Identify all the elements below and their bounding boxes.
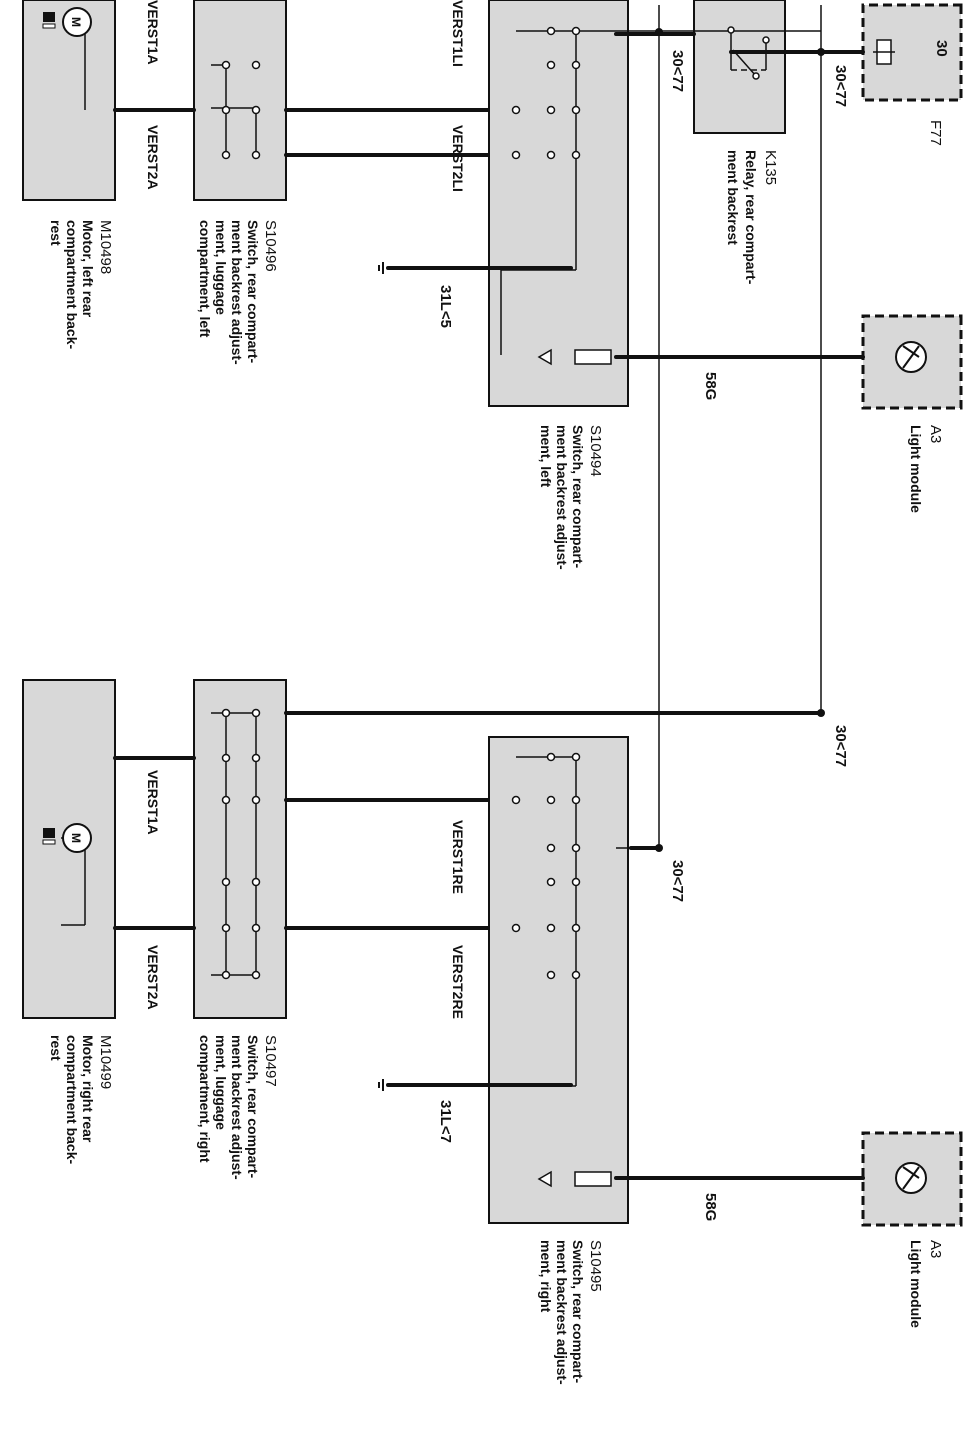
- net-label-gnd-left: 31L<5: [437, 285, 454, 328]
- net-label-58g-right: 58G: [702, 1193, 719, 1221]
- sig-verst1re: VERST1RE: [450, 820, 466, 894]
- thick-wires: [113, 32, 865, 1180]
- sig-verst1li: VERST1LI: [450, 0, 466, 67]
- s10494-desc-1: Switch, rear compart-: [570, 425, 586, 568]
- sig-verst1a-right: VERST1A: [145, 770, 161, 835]
- s10495-id: S10495: [587, 1240, 604, 1292]
- s10495-desc-2: ment backrest adjust-: [554, 1240, 570, 1385]
- s10496-desc-2: ment backrest adjust-: [229, 220, 245, 365]
- f77-id: F77: [927, 120, 944, 146]
- m10499-desc-1: Motor, right rear: [80, 1035, 96, 1143]
- m10498-desc-3: rest: [48, 220, 64, 246]
- s10496-desc-1: Switch, rear compart-: [245, 220, 261, 363]
- m10499-desc-2: compartment back-: [64, 1035, 80, 1164]
- a3-left-id: A3: [927, 425, 944, 443]
- k135-box: [693, 0, 786, 134]
- ground-icon: [378, 1079, 384, 1091]
- k135-id: K135: [762, 150, 779, 185]
- net-label-30-77-d: 30<77: [669, 860, 686, 902]
- s10497-id: S10497: [262, 1035, 279, 1087]
- m10498-box: [22, 0, 116, 201]
- s10495-desc-3: ment, right: [538, 1240, 554, 1313]
- m10498-desc-2: compartment back-: [64, 220, 80, 349]
- ground-icon: [378, 262, 384, 274]
- lamp-icon: [895, 1162, 927, 1194]
- k135-desc-1: Relay, rear compart-: [743, 150, 759, 285]
- s10494-id: S10494: [587, 425, 604, 477]
- s10497-desc-4: compartment, right: [197, 1035, 213, 1163]
- net-label-58g-left: 58G: [702, 372, 719, 400]
- s10497-desc-1: Switch, rear compart-: [245, 1035, 261, 1178]
- s10496-box: [193, 0, 287, 201]
- motor-icon: M: [62, 823, 92, 853]
- sig-verst1a-left: VERST1A: [145, 0, 161, 65]
- svg-text:M: M: [69, 17, 83, 27]
- svg-text:M: M: [69, 833, 83, 843]
- a3-right-desc: Light module: [908, 1240, 924, 1328]
- s10494-desc-3: ment, left: [538, 425, 554, 488]
- sig-verst2a-left: VERST2A: [145, 125, 161, 190]
- s10496-desc-3: ment, luggage: [213, 220, 229, 315]
- net-label-30-77-a: 30<77: [832, 65, 849, 107]
- indicator-lamp-icon: [537, 1170, 612, 1188]
- indicator-lamp-icon: [537, 348, 612, 366]
- s10494-box: [488, 0, 629, 407]
- motor-icon: M: [62, 7, 92, 37]
- s10497-box: [193, 679, 287, 1019]
- m10498-id: M10498: [97, 220, 114, 274]
- s10496-desc-4: compartment, left: [197, 220, 213, 338]
- s10496-id: S10496: [262, 220, 279, 272]
- lamp-icon: [895, 341, 927, 373]
- sig-verst2re: VERST2RE: [450, 945, 466, 1019]
- net-label-gnd-right: 31L<7: [437, 1100, 454, 1143]
- k135-desc-2: ment backrest: [725, 150, 741, 245]
- m10499-id: M10499: [97, 1035, 114, 1089]
- m10498-desc-1: Motor, left rear: [80, 220, 96, 318]
- thin-feed-lines: [61, 5, 822, 1087]
- f77-pin-label: 30: [933, 40, 950, 57]
- m10499-desc-3: rest: [48, 1035, 64, 1061]
- net-label-30-77-c: 30<77: [832, 725, 849, 767]
- net-label-30-77-b: 30<77: [669, 50, 686, 92]
- a3-left-desc: Light module: [908, 425, 924, 513]
- fuse-icon: [873, 39, 895, 65]
- sig-verst2li: VERST2LI: [450, 125, 466, 192]
- seat-icon: [42, 12, 56, 29]
- junction-dots: [655, 28, 825, 852]
- sig-verst2a-right: VERST2A: [145, 945, 161, 1010]
- s10494-desc-2: ment backrest adjust-: [554, 425, 570, 570]
- a3-right-id: A3: [927, 1240, 944, 1258]
- contact-circles: [221, 26, 770, 980]
- s10497-desc-2: ment backrest adjust-: [229, 1035, 245, 1180]
- s10495-box: [488, 736, 629, 1224]
- s10497-desc-3: ment, luggage: [213, 1035, 229, 1130]
- seat-icon: [42, 828, 56, 845]
- s10495-desc-1: Switch, rear compart-: [570, 1240, 586, 1383]
